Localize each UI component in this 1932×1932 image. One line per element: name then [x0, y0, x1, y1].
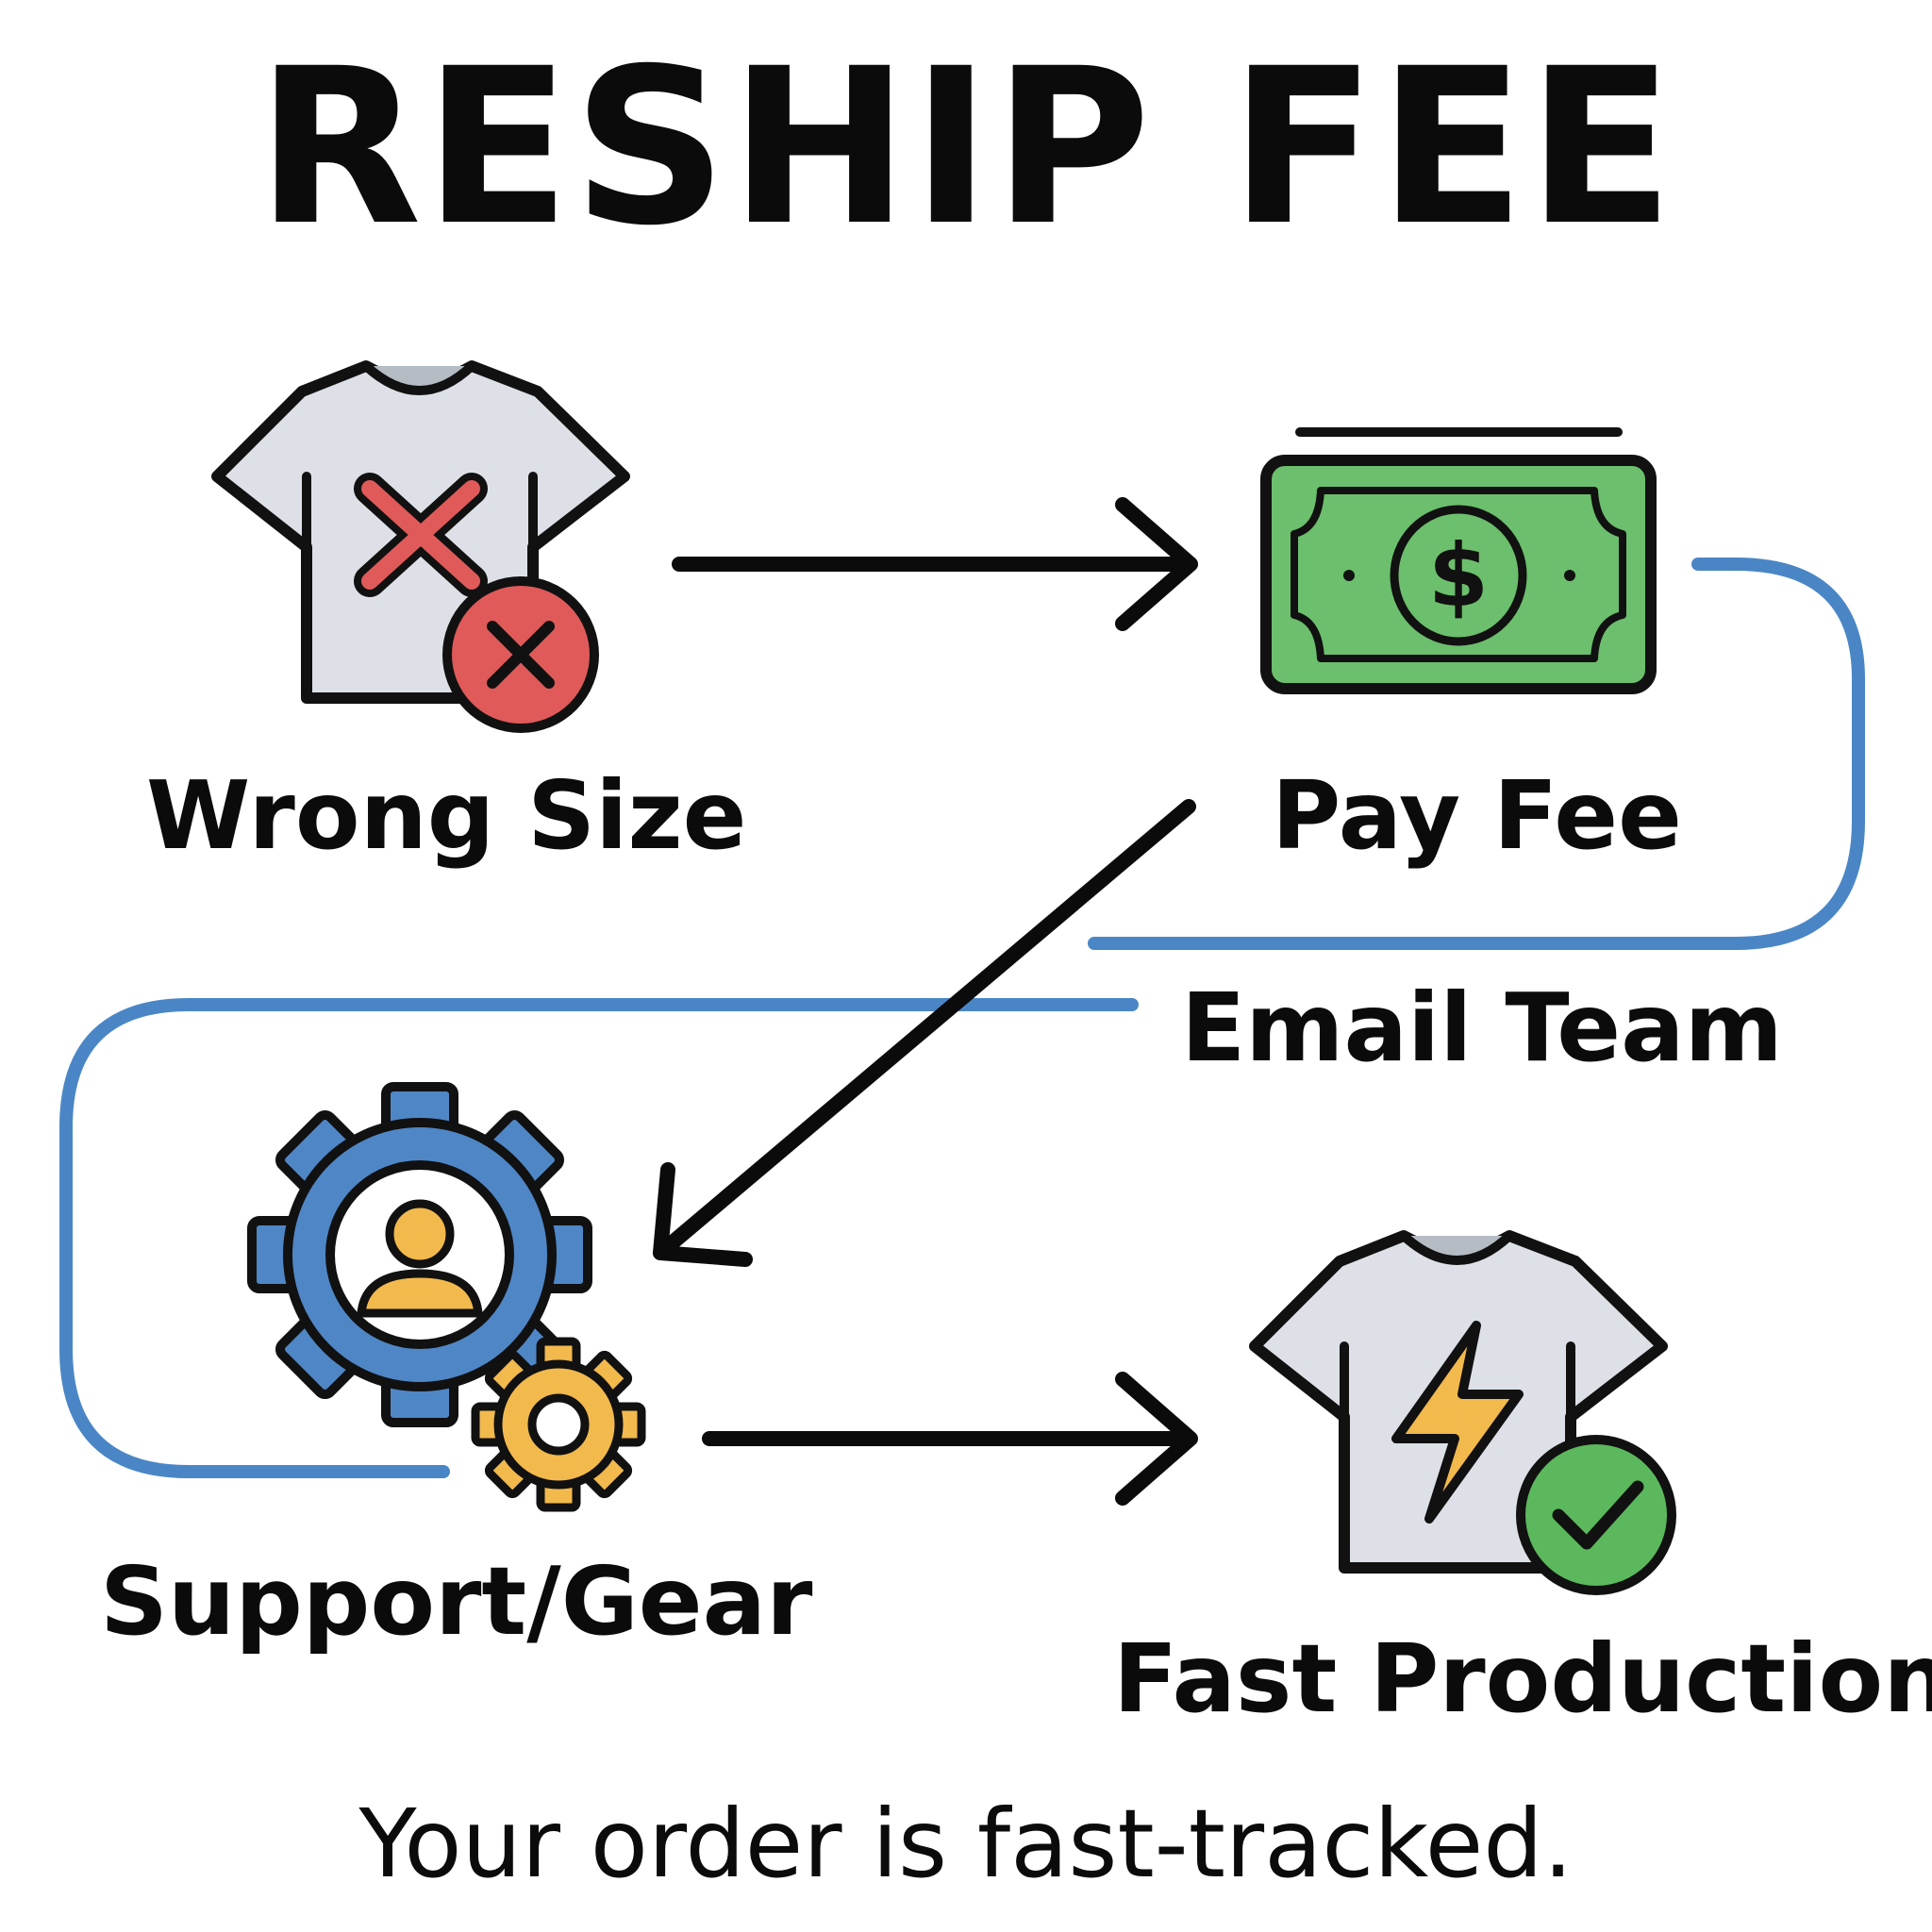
error-badge-icon: [442, 576, 599, 733]
small-gear-icon: [471, 1337, 646, 1512]
step-label-pay-fee: Pay Fee: [1272, 760, 1682, 871]
person-icon: [357, 1199, 483, 1318]
connector-email-to-support: [59, 998, 1139, 1478]
x-mark-icon: [354, 473, 488, 597]
money-bill-icon: $: [1260, 427, 1657, 694]
dollar-sign-icon: $: [1428, 525, 1489, 626]
step-label-email-team: Email Team: [1181, 973, 1783, 1083]
step-label-support-gear: Support/Gear: [100, 1546, 813, 1657]
step-label-wrong-size: Wrong Size: [146, 760, 747, 871]
wrong-size-shirt-icon: [211, 360, 630, 733]
page-title: RESHIP FEE: [256, 22, 1676, 273]
fast-production-shirt-icon: [1249, 1230, 1676, 1595]
arrow-pay-to-support: [653, 799, 1196, 1267]
arrow-wrong-to-pay: [672, 497, 1198, 631]
footer-note: Your order is fast-tracked.: [358, 1789, 1574, 1899]
arrow-support-to-fast: [702, 1372, 1198, 1506]
connector-pay-to-email: [1088, 558, 1865, 950]
success-badge-icon: [1516, 1435, 1676, 1595]
lightning-bolt-icon: [1391, 1321, 1524, 1524]
step-label-fast-production: Fast Production: [1113, 1624, 1932, 1734]
support-gear-icon: [247, 1082, 646, 1512]
